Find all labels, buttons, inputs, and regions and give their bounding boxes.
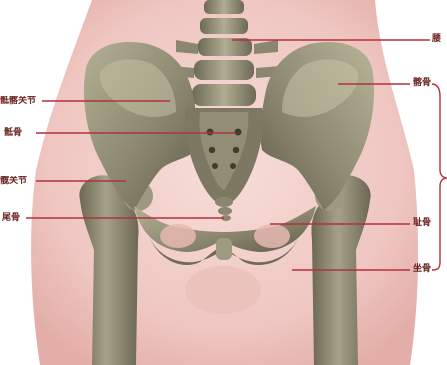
label-ischium: 坐骨 — [413, 264, 431, 275]
pelvis-bracket — [432, 84, 447, 270]
label-hip-joint: 髋关节 — [0, 176, 38, 187]
label-coccyx: 尾骨 — [2, 213, 20, 224]
label-sacrum: 骶骨 — [4, 128, 22, 139]
label-lumbar: 腰 — [432, 34, 441, 45]
label-pubis: 耻骨 — [413, 218, 431, 229]
label-ilium: 髂骨 — [413, 78, 431, 89]
label-sacroiliac-joint: 骶髂关节 — [0, 96, 44, 107]
